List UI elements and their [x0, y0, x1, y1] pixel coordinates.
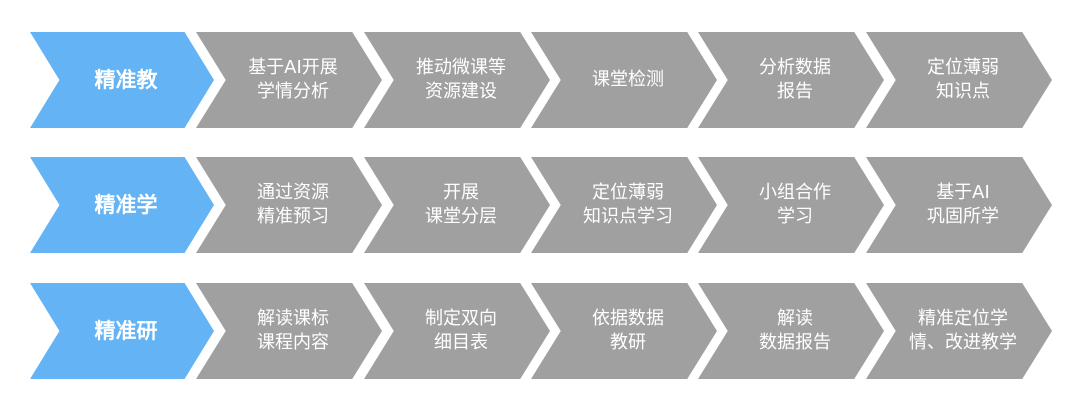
step-chevron: 定位薄弱 知识点 [866, 32, 1052, 128]
step-chevron: 制定双向 细目表 [364, 283, 550, 379]
step-chevron: 基于AI 巩固所学 [866, 157, 1052, 253]
step-chevron: 解读 数据报告 [698, 283, 884, 379]
step-chevron: 小组合作 学习 [698, 157, 884, 253]
row-title-chevron: 精准研 [30, 283, 214, 379]
step-chevron: 课堂检测 [531, 32, 717, 128]
step-chevron: 定位薄弱 知识点学习 [531, 157, 717, 253]
row-title-chevron: 精准教 [30, 32, 214, 128]
step-chevron: 解读课标 课程内容 [196, 283, 382, 379]
step-chevron: 通过资源 精准预习 [196, 157, 382, 253]
step-chevron: 推动微课等 资源建设 [364, 32, 550, 128]
step-chevron: 依据数据 教研 [531, 283, 717, 379]
step-chevron: 精准定位学 情、改进教学 [866, 283, 1052, 379]
row-title-chevron: 精准学 [30, 157, 214, 253]
step-chevron: 开展 课堂分层 [364, 157, 550, 253]
step-chevron: 分析数据 报告 [698, 32, 884, 128]
step-chevron: 基于AI开展 学情分析 [196, 32, 382, 128]
